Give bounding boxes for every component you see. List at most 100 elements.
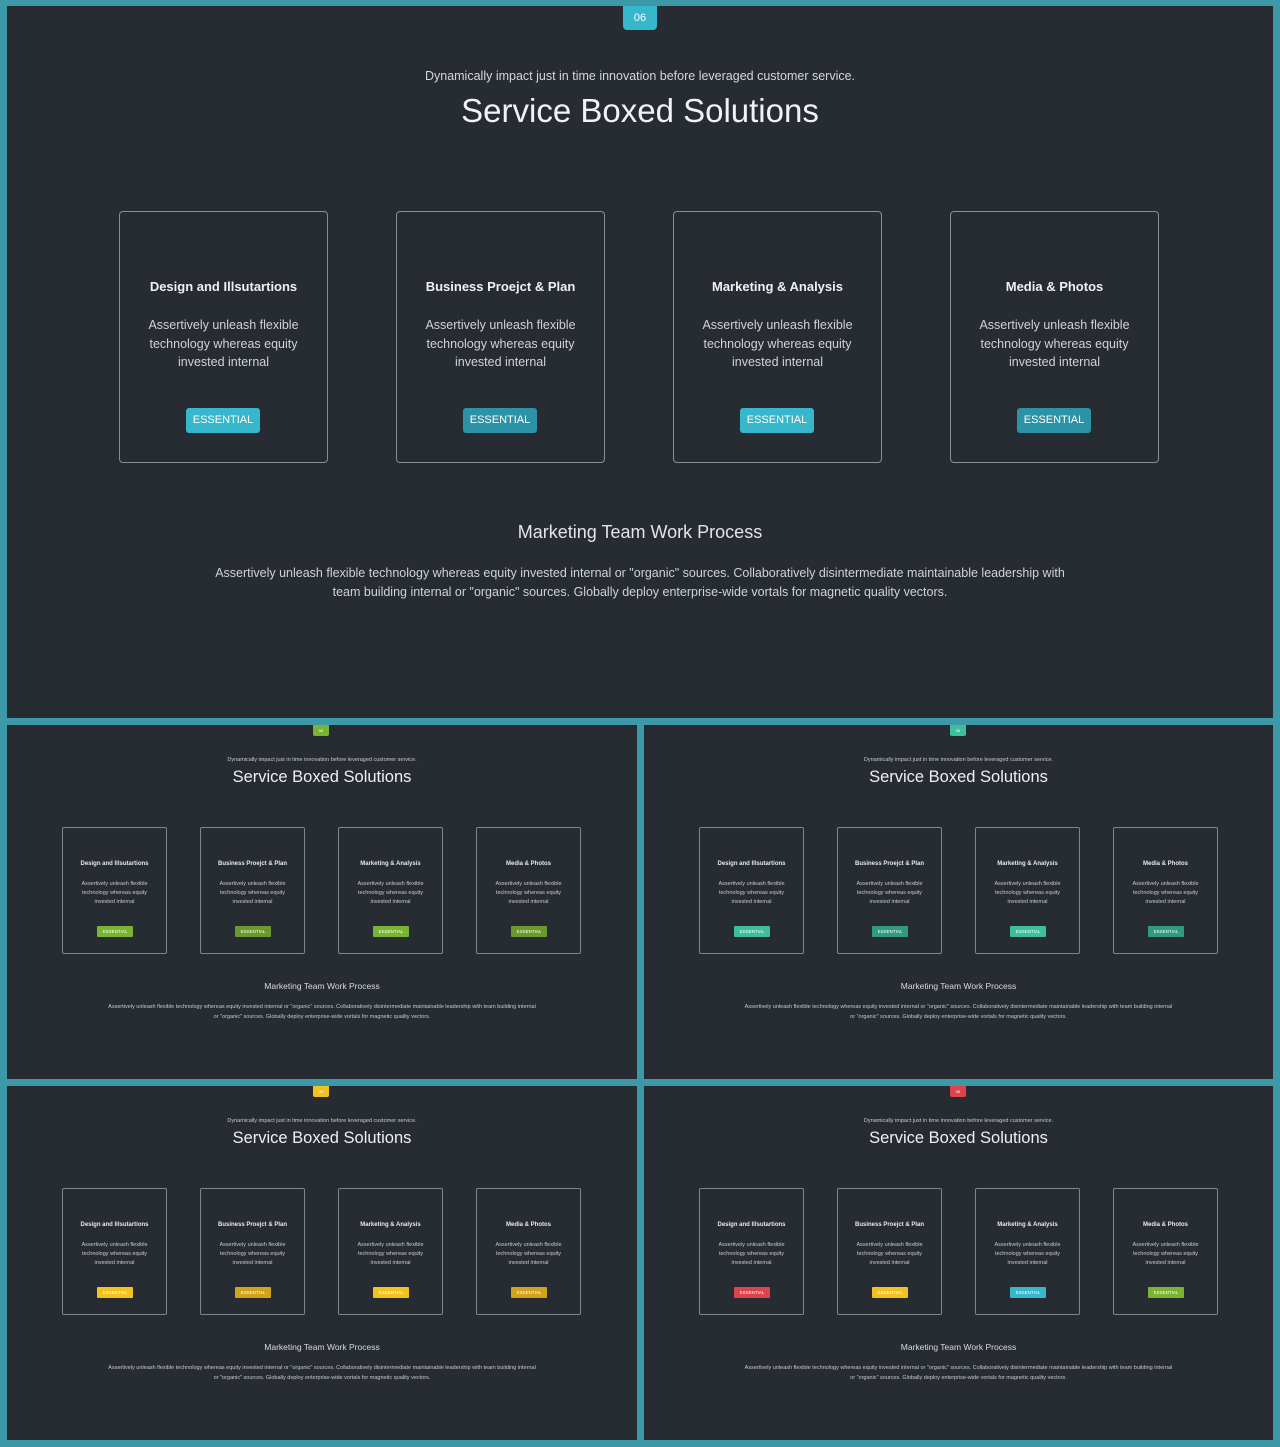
service-card-design: Design and Illsutartions Assertively unl… <box>119 211 328 463</box>
slide-subtitle: Dynamically impact just in time innovati… <box>424 69 856 83</box>
essential-button[interactable]: ESSENTIAL <box>1148 926 1184 937</box>
variant-slide-red: 06 Dynamically impact just in time innov… <box>644 1086 1273 1440</box>
essential-button[interactable]: ESSENTIAL <box>511 1287 547 1298</box>
card-text: Assertively unleash flexible technology … <box>718 881 785 905</box>
essential-button[interactable]: ESSENTIAL <box>463 408 537 433</box>
card-text: Assertively unleash flexible technology … <box>856 881 923 905</box>
card-title: Marketing & Analysis <box>997 1222 1058 1228</box>
essential-button[interactable]: ESSENTIAL <box>1148 1287 1184 1298</box>
card-title: Media & Photos <box>1142 1222 1188 1228</box>
card-text: Assertively unleash flexible technology … <box>702 318 853 369</box>
service-card-design: Design and Illsutartions Assertively unl… <box>62 827 167 954</box>
card-text: Assertively unleash flexible technology … <box>1132 1242 1199 1266</box>
essential-button[interactable]: ESSENTIAL <box>734 1287 770 1298</box>
card-text: Assertively unleash flexible technology … <box>357 1242 424 1266</box>
essential-button[interactable]: ESSENTIAL <box>235 926 271 937</box>
essential-button[interactable]: ESSENTIAL <box>97 1287 133 1298</box>
card-text: Assertively unleash flexible technology … <box>81 881 148 905</box>
card-text: Assertively unleash flexible technology … <box>994 881 1061 905</box>
card-title: Marketing & Analysis <box>360 861 421 867</box>
essential-button[interactable]: ESSENTIAL <box>740 408 814 433</box>
service-card-business: Business Proejct & Plan Assertively unle… <box>200 827 305 954</box>
essential-button[interactable]: ESSENTIAL <box>872 926 908 937</box>
card-text: Assertively unleash flexible technology … <box>979 318 1130 369</box>
card-title: Design and Illsutartions <box>149 279 298 294</box>
slide-title: Service Boxed Solutions <box>232 1129 412 1147</box>
card-text: Assertively unleash flexible technology … <box>148 318 299 369</box>
service-card-business: Business Proejct & Plan Assertively unle… <box>200 1188 305 1315</box>
service-card-design: Design and Illsutartions Assertively unl… <box>699 827 804 954</box>
service-card-design: Design and Illsutartions Assertively unl… <box>699 1188 804 1315</box>
card-title: Media & Photos <box>505 861 551 867</box>
essential-button[interactable]: ESSENTIAL <box>872 1287 908 1298</box>
slide-number-badge: 06 <box>950 725 966 736</box>
essential-button[interactable]: ESSENTIAL <box>235 1287 271 1298</box>
essential-button[interactable]: ESSENTIAL <box>1010 1287 1046 1298</box>
card-title: Business Proejct & Plan <box>217 861 288 867</box>
section-title: Marketing Team Work Process <box>900 1342 1017 1352</box>
slide-number-badge: 06 <box>950 1086 966 1097</box>
service-card-marketing: Marketing & Analysis Assertively unleash… <box>673 211 882 463</box>
service-card-marketing: Marketing & Analysis Assertively unleash… <box>338 827 443 954</box>
card-text: Assertively unleash flexible technology … <box>425 318 576 369</box>
service-card-media: Media & Photos Assertively unleash flexi… <box>1113 1188 1218 1315</box>
essential-button[interactable]: ESSENTIAL <box>734 926 770 937</box>
card-title: Media & Photos <box>1142 861 1188 867</box>
variant-slide-green: 06 Dynamically impact just in time innov… <box>7 725 637 1079</box>
slide-subtitle: Dynamically impact just in time innovati… <box>227 757 417 763</box>
section-title: Marketing Team Work Process <box>900 981 1017 991</box>
card-title: Design and Illsutartions <box>80 1222 149 1228</box>
card-text: Assertively unleash flexible technology … <box>219 881 286 905</box>
slide-title: Service Boxed Solutions <box>232 768 412 786</box>
section-title: Marketing Team Work Process <box>517 522 763 542</box>
section-text: Assertively unleash flexible technology … <box>215 566 1065 599</box>
slide-subtitle: Dynamically impact just in time innovati… <box>863 1118 1054 1124</box>
card-title: Business Proejct & Plan <box>425 279 576 294</box>
variant-slide-yellow: 06 Dynamically impact just in time innov… <box>7 1086 637 1440</box>
card-title: Design and Illsutartions <box>717 1222 786 1228</box>
service-card-media: Media & Photos Assertively unleash flexi… <box>950 211 1159 463</box>
section-text: Assertively unleash flexible technology … <box>108 1004 536 1020</box>
card-title: Design and Illsutartions <box>80 861 149 867</box>
slide-number-badge: 06 <box>313 725 329 736</box>
main-slide: 06 Dynamically impact just in time innov… <box>7 6 1273 718</box>
service-card-marketing: Marketing & Analysis Assertively unleash… <box>975 1188 1080 1315</box>
card-text: Assertively unleash flexible technology … <box>718 1242 785 1266</box>
card-title: Media & Photos <box>1005 279 1104 294</box>
section-text: Assertively unleash flexible technology … <box>108 1365 536 1381</box>
card-title: Business Proejct & Plan <box>854 861 925 867</box>
variant-slide-teal: 06 Dynamically impact just in time innov… <box>644 725 1273 1079</box>
slide-number-badge: 06 <box>313 1086 329 1097</box>
slide-title: Service Boxed Solutions <box>869 768 1048 786</box>
essential-button[interactable]: ESSENTIAL <box>186 408 260 433</box>
essential-button[interactable]: ESSENTIAL <box>1017 408 1091 433</box>
card-text: Assertively unleash flexible technology … <box>219 1242 286 1266</box>
essential-button[interactable]: ESSENTIAL <box>97 926 133 937</box>
essential-button[interactable]: ESSENTIAL <box>511 926 547 937</box>
card-text: Assertively unleash flexible technology … <box>1132 881 1199 905</box>
essential-button[interactable]: ESSENTIAL <box>1010 926 1046 937</box>
service-card-design: Design and Illsutartions Assertively unl… <box>62 1188 167 1315</box>
slide-title: Service Boxed Solutions <box>869 1129 1048 1147</box>
card-title: Media & Photos <box>505 1222 551 1228</box>
service-card-media: Media & Photos Assertively unleash flexi… <box>476 827 581 954</box>
card-text: Assertively unleash flexible technology … <box>357 881 424 905</box>
section-title: Marketing Team Work Process <box>264 981 380 991</box>
service-card-media: Media & Photos Assertively unleash flexi… <box>1113 827 1218 954</box>
card-text: Assertively unleash flexible technology … <box>994 1242 1061 1266</box>
essential-button[interactable]: ESSENTIAL <box>373 1287 409 1298</box>
card-text: Assertively unleash flexible technology … <box>495 881 562 905</box>
card-title: Business Proejct & Plan <box>217 1222 288 1228</box>
service-card-business: Business Proejct & Plan Assertively unle… <box>837 1188 942 1315</box>
card-text: Assertively unleash flexible technology … <box>81 1242 148 1266</box>
service-card-business: Business Proejct & Plan Assertively unle… <box>396 211 605 463</box>
slide-title: Service Boxed Solutions <box>461 92 819 129</box>
card-title: Marketing & Analysis <box>711 279 843 294</box>
card-title: Design and Illsutartions <box>717 861 786 867</box>
slide-subtitle: Dynamically impact just in time innovati… <box>227 1118 417 1124</box>
essential-button[interactable]: ESSENTIAL <box>373 926 409 937</box>
service-card-business: Business Proejct & Plan Assertively unle… <box>837 827 942 954</box>
slide-number-badge: 06 <box>623 6 657 30</box>
service-card-marketing: Marketing & Analysis Assertively unleash… <box>338 1188 443 1315</box>
card-title: Marketing & Analysis <box>997 861 1058 867</box>
